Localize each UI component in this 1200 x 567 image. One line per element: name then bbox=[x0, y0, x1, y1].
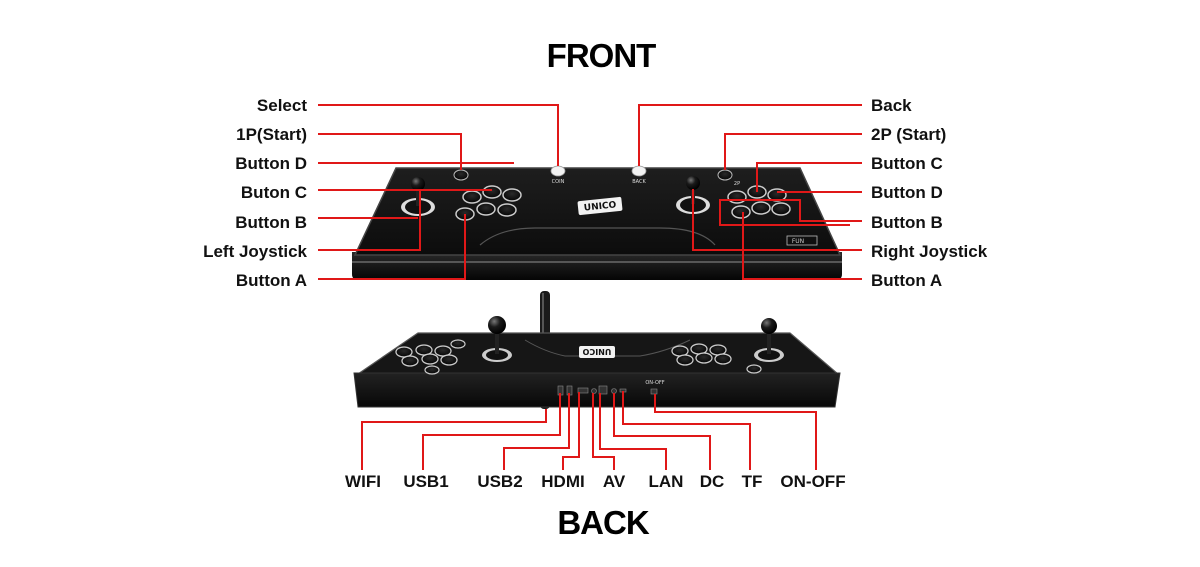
front-console: UNICO COIN BACK 2P bbox=[352, 165, 842, 280]
label-2p-start: 2P (Start) bbox=[871, 125, 946, 144]
label-dc: DC bbox=[700, 472, 725, 491]
joystick-icon bbox=[411, 177, 425, 191]
label-right-button-a: Button A bbox=[871, 271, 942, 290]
label-right-button-b: Button B bbox=[871, 213, 943, 232]
select-button[interactable]: COIN bbox=[550, 165, 566, 185]
back-heading: BACK bbox=[557, 504, 649, 541]
label-left-button-a: Button A bbox=[236, 271, 307, 290]
svg-text:UNICO: UNICO bbox=[583, 200, 617, 213]
back-left-button-cluster bbox=[395, 339, 466, 375]
front-right-labels: Back 2P (Start) Button C Button D Button… bbox=[871, 96, 988, 290]
port-labels: WIFI USB1 USB2 HDMI AV LAN DC TF ON-OFF bbox=[345, 472, 846, 491]
arcade-button-icon[interactable] bbox=[727, 190, 747, 204]
back-logo: UNICO bbox=[579, 346, 615, 358]
arcade-button-icon[interactable] bbox=[482, 185, 502, 199]
joystick-icon bbox=[761, 318, 777, 334]
label-left-button-b: Button B bbox=[235, 213, 307, 232]
label-select: Select bbox=[257, 96, 307, 115]
label-av: AV bbox=[603, 472, 626, 491]
on-off-switch[interactable] bbox=[650, 388, 658, 395]
label-back: Back bbox=[871, 96, 912, 115]
left-joystick[interactable] bbox=[401, 177, 435, 216]
label-usb2: USB2 bbox=[477, 472, 522, 491]
joystick-icon bbox=[488, 316, 506, 334]
joystick-icon bbox=[686, 176, 700, 190]
label-left-button-d: Button D bbox=[235, 154, 307, 173]
label-hdmi: HDMI bbox=[541, 472, 584, 491]
label-usb1: USB1 bbox=[403, 472, 448, 491]
svg-text:COIN: COIN bbox=[552, 179, 565, 185]
back-right-joystick bbox=[754, 318, 784, 362]
label-tf: TF bbox=[742, 472, 763, 491]
start-1p-button[interactable] bbox=[453, 169, 469, 181]
front-leader-lines bbox=[318, 104, 862, 280]
arcade-button-icon[interactable] bbox=[502, 188, 522, 202]
label-left-button-c: Buton C bbox=[241, 183, 307, 202]
label-wifi: WIFI bbox=[345, 472, 381, 491]
lan-port[interactable] bbox=[598, 385, 608, 395]
svg-text:2P: 2P bbox=[734, 181, 740, 187]
arcade-button-icon[interactable] bbox=[476, 202, 496, 216]
arcade-button-icon[interactable] bbox=[497, 203, 517, 217]
arcade-button-icon[interactable] bbox=[771, 202, 791, 216]
front-logo: UNICO bbox=[577, 196, 623, 216]
svg-text:BACK: BACK bbox=[632, 179, 646, 185]
label-right-button-c: Button C bbox=[871, 154, 943, 173]
av-port[interactable] bbox=[591, 388, 597, 394]
svg-text:UNICO: UNICO bbox=[582, 347, 611, 356]
arcade-button-icon[interactable] bbox=[462, 190, 482, 204]
dc-port[interactable] bbox=[611, 388, 617, 394]
back-right-button-cluster bbox=[671, 343, 762, 374]
front-left-labels: Select 1P(Start) Button D Buton C Button… bbox=[203, 96, 307, 290]
svg-text:FUN: FUN bbox=[792, 238, 804, 245]
label-on-off: ON-OFF bbox=[780, 472, 845, 491]
brand-badge: FUN bbox=[786, 235, 818, 246]
arcade-button-icon[interactable] bbox=[731, 205, 751, 219]
label-lan: LAN bbox=[649, 472, 684, 491]
back-console: UNICO bbox=[353, 291, 841, 409]
label-right-joystick: Right Joystick bbox=[871, 242, 988, 261]
port-row: ON-OFF bbox=[557, 380, 665, 396]
svg-text:ON-OFF: ON-OFF bbox=[645, 380, 664, 386]
arcade-button-icon[interactable] bbox=[751, 201, 771, 215]
back-left-joystick bbox=[482, 316, 512, 362]
front-heading: FRONT bbox=[547, 37, 656, 74]
hdmi-port[interactable] bbox=[577, 387, 589, 394]
label-left-joystick: Left Joystick bbox=[203, 242, 307, 261]
back-leader-lines bbox=[361, 391, 817, 470]
label-1p-start: 1P(Start) bbox=[236, 125, 307, 144]
label-right-button-d: Button D bbox=[871, 183, 943, 202]
